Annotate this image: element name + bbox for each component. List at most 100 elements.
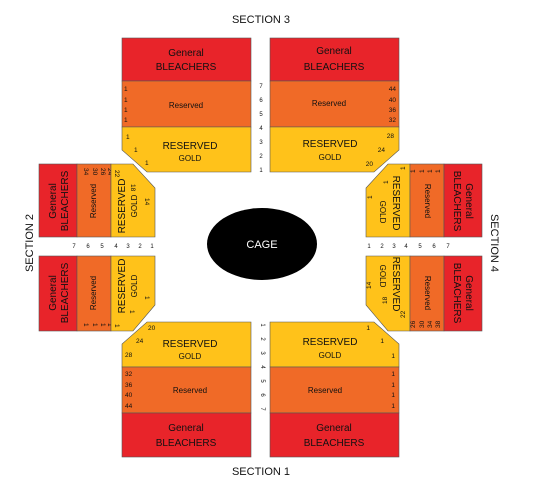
seat-number: 1 — [106, 323, 113, 327]
seat-number: 1 — [391, 403, 395, 410]
reserved-label: Reserved — [173, 386, 207, 395]
gold-label: GOLD — [319, 351, 342, 360]
gold-label: GOLD — [319, 153, 342, 162]
seat-number: 1 — [134, 147, 138, 154]
gold-block[interactable] — [365, 163, 411, 238]
section-4-upper-stand: RESERVED GOLD 1 1 1 Reserved 1 1 1 1 Gen… — [365, 163, 483, 238]
seat-number: 1 — [113, 324, 120, 328]
section-1-row-numbers: 1 2 3 4 5 6 7 — [259, 323, 265, 411]
section-3-title: SECTION 3 — [232, 14, 290, 26]
reserved-gold-label: RESERVED — [163, 141, 218, 152]
seat-number: 1 — [366, 325, 370, 332]
gold-block[interactable] — [110, 255, 156, 332]
bleachers-label: BLEACHERS — [60, 170, 71, 231]
seat-number: 24 — [136, 338, 144, 345]
gold-block[interactable] — [121, 126, 252, 173]
row-number: 3 — [259, 351, 265, 355]
gold-label: GOLD — [378, 201, 387, 224]
bleachers-block[interactable] — [38, 163, 78, 238]
seat-number: 1 — [124, 107, 128, 114]
section-3-left-stand: General BLEACHERS Reserved 1 1 1 1 RESER… — [121, 37, 252, 173]
seat-number: 18 — [382, 296, 389, 304]
bleachers-block[interactable] — [443, 163, 483, 238]
row-number: 2 — [138, 244, 142, 250]
seat-number: 40 — [389, 97, 397, 104]
reserved-block[interactable] — [269, 80, 400, 128]
seat-number: 26 — [410, 320, 417, 328]
seat-number: 1 — [124, 117, 128, 124]
bleachers-block[interactable] — [443, 255, 483, 332]
seat-number: 24 — [378, 147, 386, 154]
gold-block[interactable] — [365, 255, 411, 332]
bleachers-block[interactable] — [269, 412, 400, 458]
gold-block[interactable] — [110, 163, 156, 238]
row-number: 7 — [446, 244, 450, 250]
reserved-label: Reserved — [423, 184, 432, 218]
seat-number: 14 — [366, 281, 373, 289]
cage-label: CAGE — [246, 239, 277, 251]
seat-number: 1 — [124, 97, 128, 104]
reserved-block[interactable] — [121, 366, 252, 414]
seat-number: 1 — [126, 134, 130, 141]
seat-number: 1 — [143, 296, 150, 300]
bleachers-label: BLEACHERS — [304, 438, 365, 449]
reserved-label: Reserved — [312, 99, 346, 108]
row-number: 6 — [259, 393, 265, 397]
bleachers-block[interactable] — [269, 37, 400, 82]
seat-number: 36 — [389, 107, 397, 114]
row-number: 7 — [259, 84, 263, 90]
reserved-label: Reserved — [89, 184, 98, 218]
gold-block[interactable] — [269, 126, 400, 173]
bleachers-general-label: General — [168, 48, 204, 59]
row-number: 6 — [259, 98, 263, 104]
seat-number: 1 — [391, 371, 395, 378]
gold-label: GOLD — [130, 194, 139, 217]
row-number: 5 — [259, 112, 263, 118]
seat-number: 1 — [367, 195, 374, 199]
section-2-lower-stand: General BLEACHERS Reserved 1 1 1 1 RESER… — [38, 255, 156, 332]
seat-number: 14 — [143, 198, 150, 206]
seat-number: 34 — [82, 168, 89, 176]
seat-number: 1 — [400, 166, 407, 170]
seat-number: 30 — [91, 168, 98, 176]
bleachers-block[interactable] — [121, 412, 252, 458]
reserved-block[interactable] — [76, 163, 112, 238]
seat-number: 1 — [91, 323, 98, 327]
bleachers-label: BLEACHERS — [451, 263, 462, 324]
row-number: 2 — [380, 244, 384, 250]
row-number: 1 — [367, 244, 371, 250]
bleachers-general-label: General — [316, 46, 352, 57]
seat-number: 1 — [391, 382, 395, 389]
reserved-gold-label: RESERVED — [117, 179, 128, 234]
reserved-block[interactable] — [409, 255, 445, 332]
reserved-block[interactable] — [76, 255, 112, 332]
row-number: 3 — [392, 244, 396, 250]
row-number: 7 — [72, 244, 76, 250]
reserved-label: Reserved — [89, 276, 98, 310]
seat-number: 38 — [435, 320, 442, 328]
section-4-lower-stand: RESERVED GOLD 14 18 22 Reserved 26 30 34… — [365, 255, 483, 332]
row-number: 1 — [259, 168, 263, 174]
reserved-label: Reserved — [169, 101, 203, 110]
seat-number: 1 — [383, 180, 390, 184]
reserved-gold-label: RESERVED — [390, 257, 401, 312]
bleachers-block[interactable] — [121, 37, 252, 82]
reserved-block[interactable] — [121, 80, 252, 128]
gold-block[interactable] — [269, 321, 400, 368]
seat-number: 32 — [125, 371, 133, 378]
section-4-title: SECTION 4 — [488, 214, 500, 272]
seat-number: 34 — [427, 320, 434, 328]
reserved-block[interactable] — [269, 366, 400, 414]
reserved-block[interactable] — [409, 163, 445, 238]
bleachers-general-label: General — [316, 423, 352, 434]
row-number: 2 — [259, 154, 263, 160]
seat-number: 26 — [99, 168, 106, 176]
seat-number: 1 — [419, 169, 426, 173]
seat-number: 1 — [124, 86, 128, 93]
seat-number: 1 — [391, 353, 395, 360]
cage[interactable]: CAGE — [207, 208, 317, 280]
section-2-title: SECTION 2 — [24, 214, 36, 272]
reserved-label: Reserved — [308, 386, 342, 395]
seat-number: 28 — [125, 352, 133, 359]
